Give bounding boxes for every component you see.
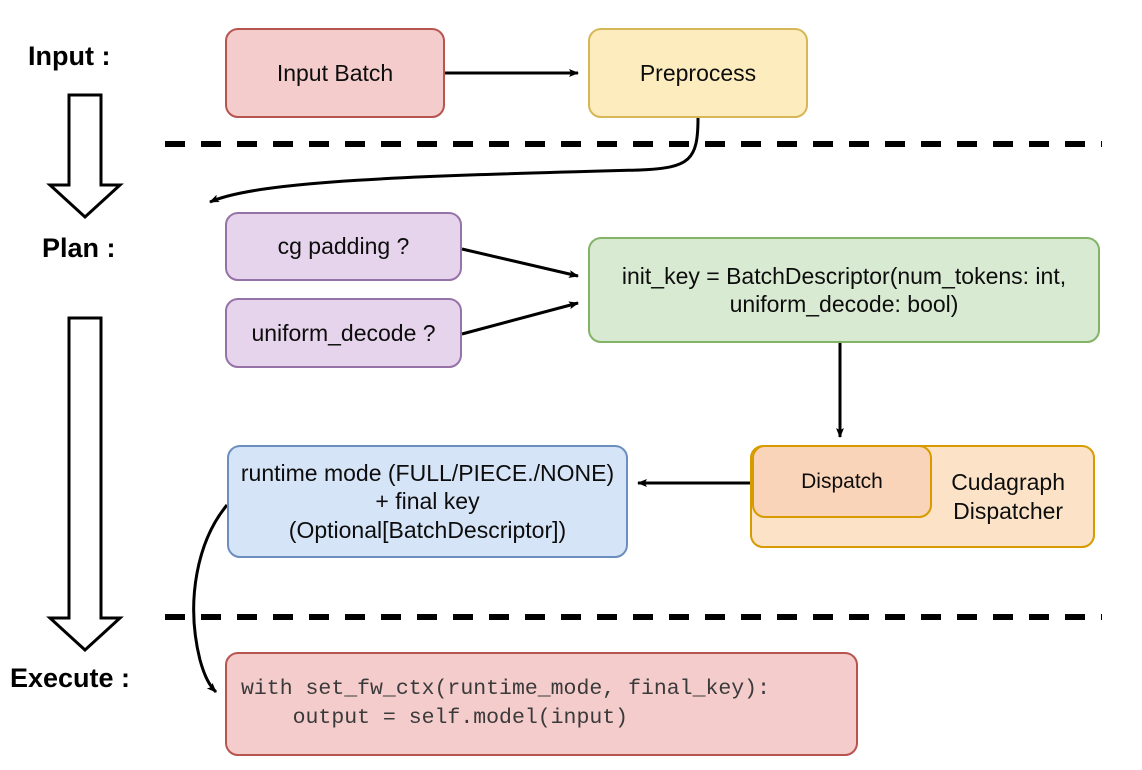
connector-preprocess-to-cg-padding (209, 117, 700, 204)
node-input-batch[interactable]: Input Batch (225, 28, 445, 118)
node-preprocess-label: Preprocess (639, 59, 757, 86)
node-runtime-mode[interactable]: runtime mode (FULL/PIECE./NONE) + final … (227, 445, 628, 558)
node-init-key[interactable]: init_key = BatchDescriptor(num_tokens: i… (588, 237, 1100, 343)
node-uniform-decode[interactable]: uniform_decode ? (225, 298, 462, 368)
node-cg-padding-label: cg padding ? (277, 233, 410, 260)
connector-cg-padding-to-init-key (461, 247, 579, 278)
node-init-key-label: init_key = BatchDescriptor(num_tokens: i… (621, 262, 1067, 317)
node-input-batch-label: Input Batch (276, 59, 394, 86)
node-cudagraph-dispatcher-label: Cudagraph Dispatcher (951, 469, 1065, 524)
node-uniform-decode-label: uniform_decode ? (251, 319, 436, 346)
node-execute-code[interactable]: with set_fw_ctx(runtime_mode, final_key)… (225, 652, 858, 756)
node-dispatch[interactable]: Dispatch (752, 445, 932, 518)
stage-arrow-plan-to-execute (46, 316, 124, 653)
node-cg-padding[interactable]: cg padding ? (225, 212, 462, 281)
stage-label-plan: Plan : (42, 233, 116, 263)
stage-label-execute: Execute : (10, 663, 131, 693)
node-execute-code-label: with set_fw_ctx(runtime_mode, final_key)… (241, 676, 770, 730)
connector-uniform-decode-to-init-key (461, 301, 579, 336)
node-runtime-mode-label: runtime mode (FULL/PIECE./NONE) + final … (240, 460, 615, 543)
connector-runtime-mode-to-execute-code (192, 504, 229, 694)
stage-label-input: Input : (28, 41, 111, 71)
stage-arrow-input-to-plan (46, 93, 124, 220)
node-preprocess[interactable]: Preprocess (588, 28, 808, 118)
node-dispatch-label: Dispatch (801, 469, 883, 493)
